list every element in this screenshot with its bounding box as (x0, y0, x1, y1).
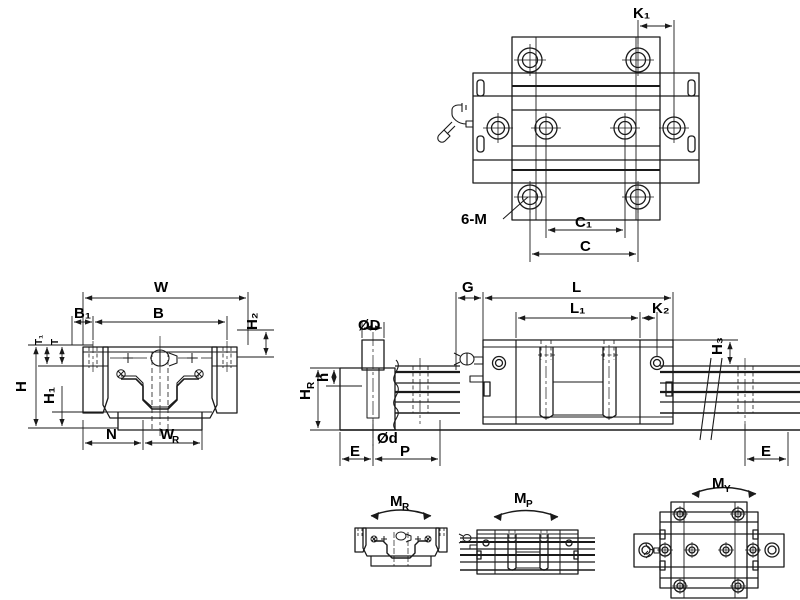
dimension-k2 (642, 312, 658, 356)
mounting-hole-my (672, 506, 688, 522)
svg-text:H: H (297, 389, 314, 400)
dimension-c (529, 210, 639, 262)
dimension-h-small (326, 367, 362, 387)
block-mounting-hole (622, 44, 654, 76)
label-t: T (50, 339, 61, 345)
front-cross-section-view (28, 292, 274, 450)
grease-nipple-icon (437, 103, 473, 143)
side-elevation-view (310, 292, 800, 466)
top-view (437, 20, 700, 262)
label-c1: C₁ (575, 214, 592, 231)
label-mp: M P (514, 490, 533, 510)
mounting-hole-my (672, 578, 688, 594)
rail-plate-my (633, 533, 785, 568)
label-p: P (400, 443, 410, 460)
endcap-screw (491, 355, 507, 371)
dimension-h3 (673, 339, 738, 367)
label-g: G (462, 279, 474, 296)
grease-nipple-icon-mp (458, 533, 477, 550)
dimension-k1 (637, 20, 675, 118)
label-b: B (153, 305, 164, 322)
rail-mounting-hole (483, 113, 513, 143)
svg-text:R: R (172, 435, 180, 446)
label-l: L (572, 279, 581, 296)
label-diameter-d-large: ØD (358, 317, 381, 334)
dimension-w (82, 292, 249, 345)
grease-nipple-icon-my (643, 542, 660, 559)
rail-bolt-hole (408, 366, 433, 413)
dimension-h1 (52, 386, 118, 429)
center-hole-my (718, 542, 734, 558)
break-line-right (699, 357, 723, 441)
svg-text:W: W (160, 426, 175, 443)
label-diameter-d-small: Ød (377, 430, 398, 447)
moment-my (633, 486, 785, 599)
block-mounting-hole (514, 44, 546, 76)
carriage-block-outline (511, 36, 661, 221)
dimension-b (92, 316, 228, 340)
center-hole-my (745, 542, 761, 558)
break-line-left (393, 359, 399, 431)
label-t1: T₁ (34, 335, 45, 345)
carriage-body-outline (102, 346, 218, 419)
svg-text:R: R (306, 381, 317, 389)
svg-text:P: P (526, 499, 533, 510)
mounting-hole-my (730, 578, 746, 594)
label-l1: L₁ (570, 300, 585, 317)
block-mounting-hole (622, 181, 654, 213)
label-w: W (154, 279, 169, 296)
dimension-p (375, 420, 441, 466)
label-h2: H₂ (244, 313, 261, 331)
svg-text:M: M (712, 475, 725, 492)
svg-text:Y: Y (724, 484, 731, 495)
dimension-e-left (339, 432, 374, 466)
rail-plate-outline (472, 72, 700, 184)
dimension-g (455, 292, 484, 370)
label-h1: H₁ (41, 387, 58, 404)
center-cross-marker (123, 353, 197, 363)
leader-6m (502, 196, 529, 220)
seal-tab (665, 381, 673, 397)
dimension-l (485, 292, 674, 340)
label-wr: W R (160, 426, 180, 446)
dimension-c1 (545, 138, 626, 238)
svg-text:M: M (390, 493, 403, 510)
label-e-left: E (350, 443, 360, 460)
mounting-hole-my (730, 506, 746, 522)
dimension-diameter-d-large (361, 322, 385, 338)
label-b1: B₁ (74, 305, 91, 322)
seal-tab (483, 381, 491, 397)
label-6m: 6-M (461, 211, 487, 228)
dimension-l1 (515, 312, 641, 338)
dimension-e-right (744, 424, 789, 466)
label-n: N (106, 426, 117, 443)
svg-text:R: R (402, 502, 410, 513)
label-h-small: h (315, 373, 332, 382)
label-h3: H₃ (709, 337, 726, 355)
dimension-n (82, 420, 144, 450)
label-h: H (13, 381, 30, 392)
center-hole-my (684, 542, 700, 558)
block-mounting-hole (514, 181, 546, 213)
rail-end-hole-my (764, 542, 780, 558)
dimension-h2 (237, 329, 274, 358)
endcap-screw (649, 355, 665, 371)
center-hole-my (657, 542, 673, 558)
label-c: C (580, 238, 591, 255)
dimension-b1 (71, 316, 92, 345)
moment-mp (458, 509, 595, 575)
dimension-wr (145, 428, 203, 450)
rail-bolt-hole (733, 366, 758, 413)
moment-mr (354, 509, 448, 567)
label-k2: K₂ (652, 300, 670, 317)
svg-text:M: M (514, 490, 527, 507)
label-my: M Y (712, 475, 731, 495)
label-k1: K₁ (633, 5, 650, 22)
label-hr: H R (297, 381, 317, 400)
label-e-right: E (761, 443, 771, 460)
grease-nipple-icon (453, 352, 484, 383)
label-mr: M R (390, 493, 410, 513)
